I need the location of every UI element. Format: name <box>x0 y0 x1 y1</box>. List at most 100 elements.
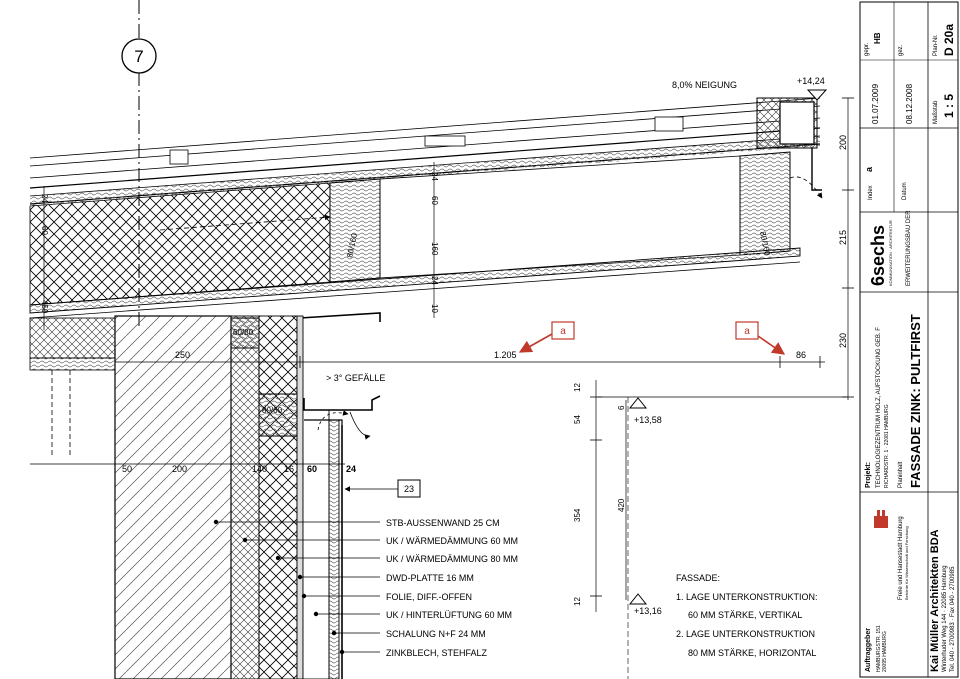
plan-no-label: Plan-Nr. <box>933 34 939 56</box>
project-heading: ERWEITERUNGSBAU DER <box>906 210 912 286</box>
checked-label: gepr. <box>864 42 870 56</box>
project-label: Projekt: <box>865 462 872 488</box>
plan-content-label: Planinhalt <box>898 461 904 488</box>
axis-marker <box>121 38 157 74</box>
dim-1205: 1.205 <box>494 350 517 360</box>
index-value: a <box>864 166 874 172</box>
level-top-label: +14,24 <box>797 76 825 86</box>
dim-86: 86 <box>796 350 806 360</box>
logo-sub: KOMMUNIKATION · ARCHITEKTUR <box>888 220 893 286</box>
facade-note-4: 2. LAGE UNTERKONSTRUKTION <box>676 629 815 639</box>
client-line1: HAMBURGSTR. 151 <box>876 625 882 672</box>
project-line1: TECHNOLOGIEZENTRUM HOLZ, AUFSTOCKUNG GEB… <box>876 327 882 488</box>
timber-60-80: 60/80 <box>233 328 254 337</box>
wall-layer-2: UK / WÄRMEDÄMMUNG 60 MM <box>386 536 518 546</box>
dim-right-230: 230 <box>838 333 848 348</box>
level-mid-marker <box>628 397 648 409</box>
axis-number: 7 <box>134 47 143 66</box>
client-line2: 20095 HAMBURG <box>882 631 888 672</box>
dim-roof-60: 60 <box>430 196 439 205</box>
client-org: Freie und Hansestadt Hamburg <box>898 516 904 600</box>
wall-layer-7: SCHALUNG N+F 24 MM <box>386 629 486 639</box>
dwd-board <box>296 315 304 679</box>
ventilation-gap <box>302 409 330 679</box>
facade-note-2: 1. LAGE UNTERKONSTRUKTION: <box>676 592 818 602</box>
dim-lower-6: 6 <box>617 405 626 410</box>
existing-roof <box>29 317 116 455</box>
facade-note-5: 80 MM STÄRKE, HORIZONTAL <box>688 648 816 658</box>
svg-text:a: a <box>744 326 750 337</box>
date-drawn: 01.07.2009 <box>871 83 880 124</box>
gradient-label: > 3° GEFÄLLE <box>326 373 385 383</box>
architect-address: Winterhuder Weg 144 · 22085 Hamburg <box>942 565 948 672</box>
plan-content: FASSADE ZINK: PULTFIRST <box>908 314 923 488</box>
dim-bottom-24: 24 <box>346 464 356 474</box>
wall-layer-5: FOLIE, DIFF.-OFFEN <box>386 592 472 602</box>
dim-lower-420: 420 <box>617 498 626 512</box>
wall-insulation-60 <box>230 315 260 679</box>
dim-lower-12b: 12 <box>573 597 582 606</box>
index-label: Index <box>868 185 874 200</box>
client-label: Auftraggeber <box>865 628 872 672</box>
level-top-marker <box>806 89 828 101</box>
dim-roof-10: 10 <box>430 304 439 313</box>
gutter <box>303 395 381 440</box>
drawn-label: gez. <box>898 44 904 56</box>
wall-layer-8: ZINKBLECH, STEHFALZ <box>386 648 488 658</box>
date-label: Datum <box>902 182 908 200</box>
architect-name: Kai Müller Architekten BDA <box>929 529 941 672</box>
date-checked: 08.12.2008 <box>905 83 914 124</box>
dim-bottom-140: 140 <box>252 464 267 474</box>
hamburg-crest-icon <box>874 510 888 528</box>
dim-roof-160: 160 <box>430 242 439 256</box>
slope-label: 8,0% NEIGUNG <box>672 80 737 90</box>
dim-left-60: 60 <box>40 226 49 235</box>
dim-bottom-50: 50 <box>122 464 132 474</box>
plan-no: D 20a <box>942 24 956 56</box>
boarding <box>328 419 340 679</box>
title-block: Plan-Nr. D 20a gez. HB gepr. Maßstab 1 :… <box>859 1 959 678</box>
batten-80-60 <box>258 393 298 437</box>
wall-insulation-80 <box>258 315 298 679</box>
concrete-wall <box>114 315 232 679</box>
detail-ref-23: 23 <box>344 479 421 498</box>
svg-text:23: 23 <box>404 484 414 494</box>
dim-bottom-200: 200 <box>172 464 187 474</box>
dim-lower-12a: 12 <box>573 383 582 392</box>
facade-note-1: FASSADE: <box>676 573 720 583</box>
dim-bottom-16: 16 <box>284 464 294 474</box>
dim-right-200: 200 <box>838 135 848 150</box>
wall-layer-6: UK / HINTERLÜFTUNG 60 MM <box>386 610 512 620</box>
facade-note-3: 60 MM STÄRKE, VERTIKAL <box>688 610 802 620</box>
dim-250: 250 <box>175 350 190 360</box>
level-bottom-label: +13,16 <box>634 606 662 616</box>
dim-bottom-60: 60 <box>307 464 317 474</box>
drawn-by: HB <box>873 32 882 44</box>
dim-lower-354: 354 <box>573 508 582 522</box>
svg-text:a: a <box>560 326 566 337</box>
section-marker-a1: a <box>518 321 575 353</box>
level-bottom-marker <box>628 593 648 605</box>
ridge-cap <box>756 97 823 199</box>
rafter-left <box>329 178 381 283</box>
drawing-area: 7 <box>29 0 854 679</box>
roof-build-up <box>29 97 821 319</box>
wall-layer-leaders <box>213 519 380 655</box>
dim-left-450: 450 <box>40 300 49 314</box>
wall-layer-1: STB-AUSSENWAND 25 CM <box>386 518 500 528</box>
dimension-row-bottom <box>30 458 345 470</box>
scale-label: Maßstab <box>933 100 939 124</box>
dim-roof-24a: 24 <box>430 172 439 181</box>
dimension-column-right <box>842 97 854 400</box>
dim-roof-24b: 24 <box>430 276 439 285</box>
dim-lower-54: 54 <box>573 415 582 424</box>
level-mid-label: +13,58 <box>634 415 662 425</box>
dim-right-215: 215 <box>838 230 848 245</box>
wall-layer-3: UK / WÄRMEDÄMMUNG 80 MM <box>386 554 518 564</box>
architect-phone: Tel. 040 - 2700983 · Fax 040 - 2700985 <box>950 566 956 672</box>
client-sub: Behörde für Wissenschaft und Forschung <box>904 526 909 600</box>
section-marker-a2: a <box>735 321 786 355</box>
dimension-row-top <box>114 356 825 368</box>
batten-60-80 <box>230 317 260 349</box>
